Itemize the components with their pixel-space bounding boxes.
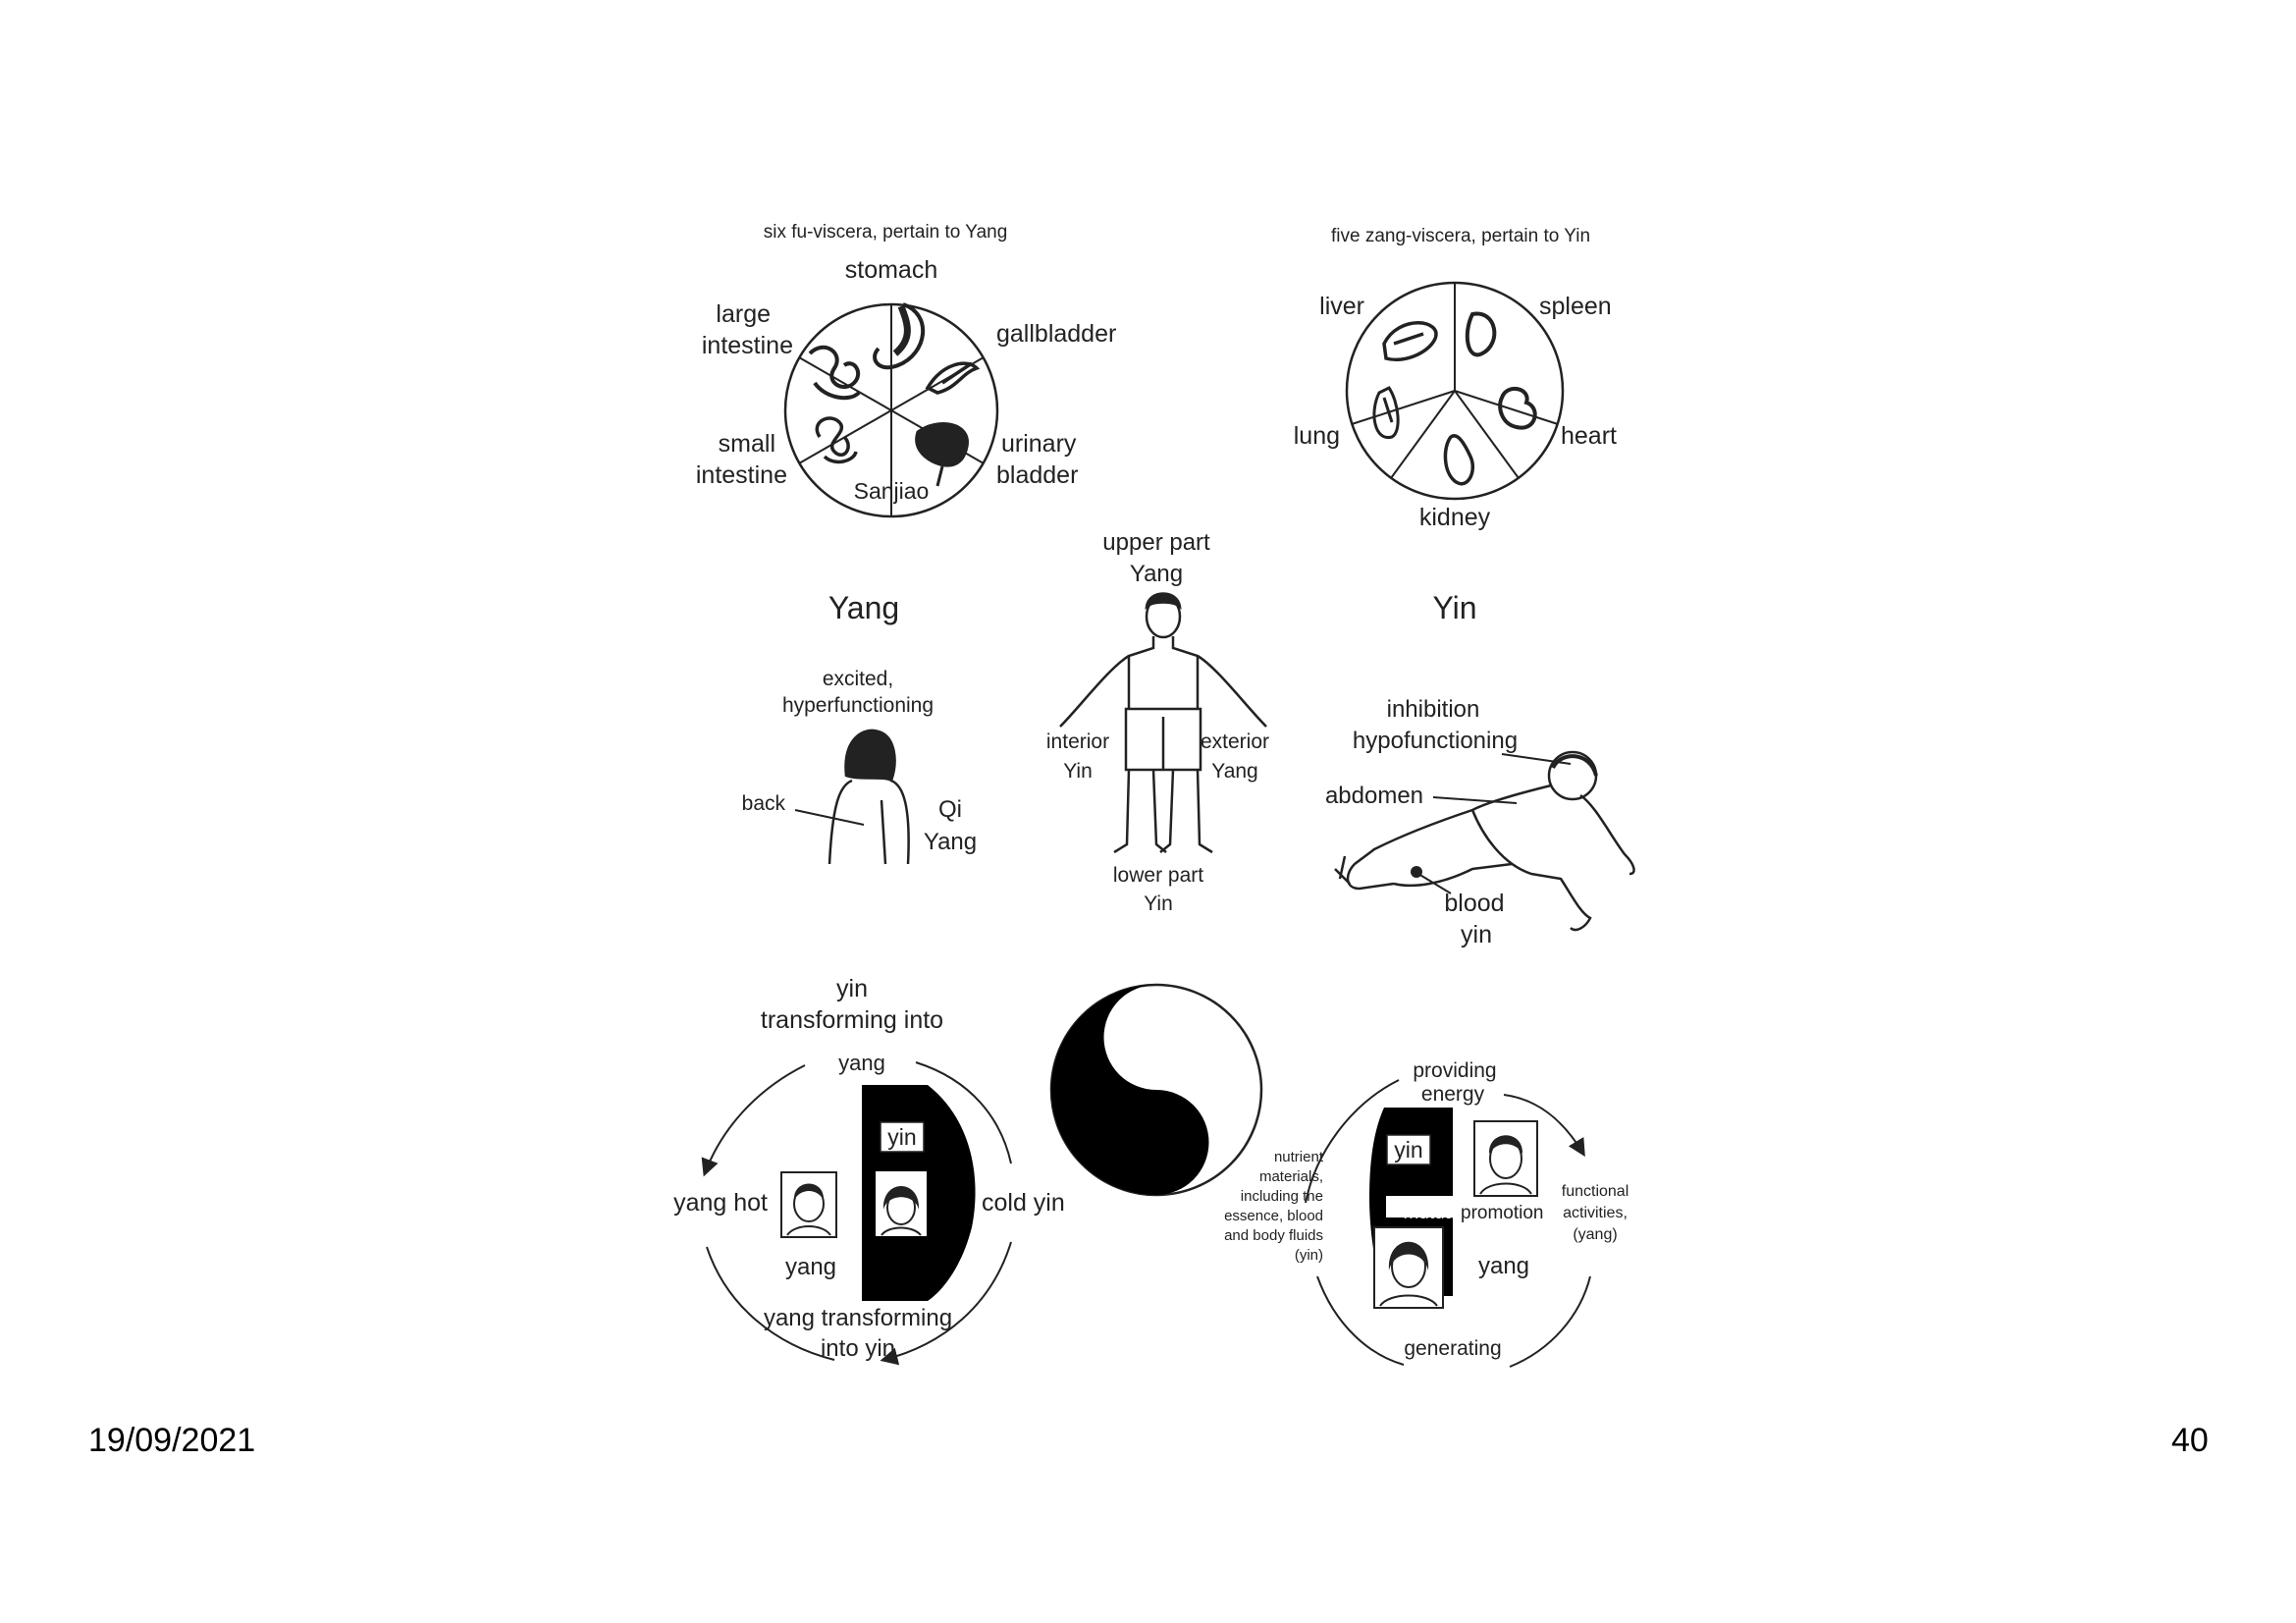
upper-yang-label: Yang — [1130, 561, 1183, 587]
standing-figure-icon — [1059, 592, 1267, 854]
urinary-label: urinary — [1001, 430, 1077, 458]
nutrient-line-6: (yin) — [1295, 1247, 1323, 1264]
six-fu-viscera-wheel: six fu-viscera, pertain to Yang — [696, 222, 1116, 518]
taiji-symbol — [1049, 983, 1263, 1197]
six-fu-caption: six fu-viscera, pertain to Yang — [764, 222, 1008, 243]
exterior-yang-label: Yang — [1211, 760, 1258, 783]
transformation-cycle: yin transforming into yang yin yang hot … — [673, 975, 1065, 1366]
gallbladder-icon — [925, 361, 981, 395]
mutual-promotion-cycle: providing energy yin nutrient materials,… — [1224, 1059, 1629, 1368]
lung-label: lung — [1294, 422, 1340, 450]
small-intestine-icon — [815, 416, 858, 464]
five-zang-caption: five zang-viscera, pertain to Yin — [1331, 226, 1590, 246]
man-portrait-icon — [780, 1171, 837, 1238]
functional-line-3: (yang) — [1573, 1226, 1617, 1243]
back-label: back — [742, 792, 786, 815]
blood-yin-label: yin — [1461, 921, 1492, 948]
back-pointer-line — [794, 809, 865, 826]
person-back-icon — [828, 729, 910, 865]
urinary-bladder-icon — [915, 422, 969, 487]
yin-side: Yin inhibition hypofunctioning abdomen b… — [1325, 590, 1635, 948]
blood-label: blood — [1444, 890, 1504, 917]
hypofunctioning-label: hypofunctioning — [1353, 728, 1518, 754]
stomach-icon — [873, 302, 926, 370]
nutrient-line-1: nutrient — [1274, 1149, 1324, 1165]
spleen-icon — [1465, 311, 1497, 357]
five-zang-viscera-wheel: five zang-viscera, pertain to Yin liver … — [1294, 226, 1617, 531]
spleen-label: spleen — [1539, 293, 1612, 320]
interior-label: interior — [1046, 730, 1109, 753]
small-label: small — [719, 430, 775, 458]
abdomen-pointer-line — [1432, 796, 1518, 804]
large-intestine-label: intestine — [702, 332, 793, 359]
energy-label: energy — [1421, 1083, 1485, 1106]
transform-top-line: transforming into — [761, 1006, 943, 1034]
transform-bottom-into-yin: into yin — [821, 1335, 895, 1362]
functional-line-2: activities, — [1563, 1205, 1628, 1221]
upper-part-label: upper part — [1102, 529, 1210, 556]
providing-label: providing — [1413, 1059, 1496, 1082]
footer-page-number: 40 — [2171, 1422, 2209, 1459]
excited-label: excited, — [823, 668, 893, 690]
liver-label: liver — [1319, 293, 1364, 320]
cold-yin-label: cold yin — [982, 1189, 1065, 1217]
lower-yin-label: Yin — [1144, 893, 1173, 915]
yang-side: Yang excited, hyperfunctioning back Qi Y… — [742, 590, 977, 865]
mutual-yin-box: yin — [1394, 1137, 1422, 1163]
woman-portrait-icon — [876, 1171, 927, 1236]
man-portrait-icon-2 — [1473, 1120, 1538, 1197]
large-intestine-icon — [808, 345, 861, 401]
mutual-label: mutual — [1403, 1203, 1459, 1223]
gallbladder-label: gallbladder — [996, 320, 1116, 348]
sanjiao-label: Sanjiao — [854, 478, 930, 504]
transform-yang-label: yang — [785, 1254, 836, 1280]
mutual-yang-label: yang — [1478, 1253, 1529, 1279]
footer-date: 19/09/2021 — [88, 1422, 256, 1459]
nutrient-line-2: materials, — [1259, 1168, 1323, 1185]
yang-hot-label: yang hot — [673, 1189, 768, 1217]
transform-top-yin: yin — [836, 975, 868, 1002]
qi-yang-label: Yang — [924, 829, 977, 855]
abdomen-label: abdomen — [1325, 783, 1423, 809]
nutrient-line-3: including the — [1241, 1188, 1323, 1205]
blood-pointer-line — [1417, 873, 1452, 894]
interior-yin-label: Yin — [1063, 760, 1093, 783]
stomach-label: stomach — [845, 256, 937, 284]
promotion-label: promotion — [1461, 1203, 1544, 1223]
yang-heading: Yang — [828, 590, 899, 625]
yin-heading: Yin — [1432, 590, 1476, 625]
standing-body: upper part Yang interior Yin exterior Ya… — [1046, 529, 1269, 915]
qi-label: Qi — [938, 796, 962, 823]
heart-label: heart — [1561, 422, 1617, 450]
transform-bottom-line: yang transforming — [764, 1305, 952, 1331]
small-intestine-label: intestine — [696, 461, 787, 489]
transform-yin-box: yin — [887, 1124, 916, 1150]
nutrient-line-5: and body fluids — [1224, 1227, 1323, 1244]
lung-icon — [1372, 386, 1400, 439]
kidney-label: kidney — [1419, 504, 1491, 531]
nutrient-line-4: essence, blood — [1224, 1208, 1323, 1224]
heart-icon — [1498, 387, 1537, 430]
woman-portrait-icon-2 — [1373, 1226, 1444, 1309]
bladder-label: bladder — [996, 461, 1078, 489]
functional-line-1: functional — [1562, 1183, 1629, 1200]
liver-icon — [1382, 321, 1438, 361]
kidney-icon — [1443, 434, 1475, 486]
inhibition-pointer-line — [1501, 753, 1572, 765]
transform-top-yang: yang — [838, 1051, 885, 1075]
inhibition-label: inhibition — [1387, 696, 1480, 723]
hyperfunctioning-label: hyperfunctioning — [782, 694, 934, 717]
large-label: large — [716, 300, 771, 328]
exterior-label: exterior — [1201, 730, 1269, 753]
generating-label: generating — [1404, 1337, 1501, 1360]
lower-part-label: lower part — [1113, 864, 1203, 887]
